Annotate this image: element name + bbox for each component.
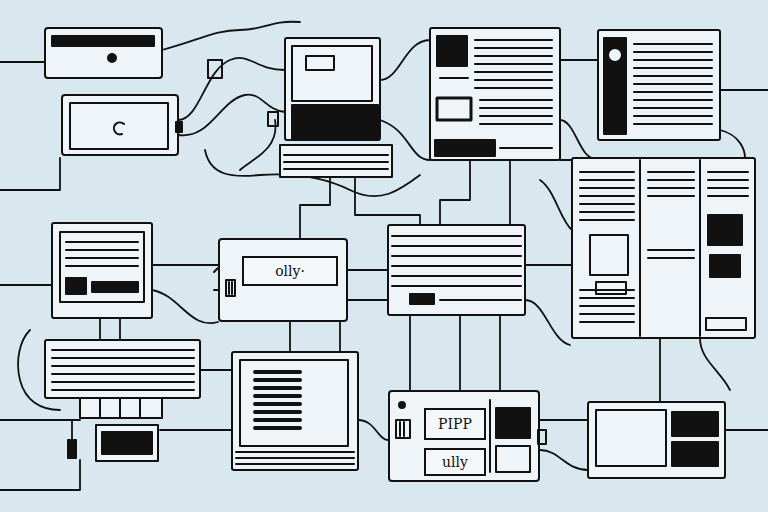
screen-label: ully (424, 448, 486, 476)
device-box: PIPP ully (388, 390, 540, 482)
device-box: olly· (218, 238, 348, 322)
screen-label: olly· (242, 256, 338, 286)
screen-label: PIPP (424, 408, 486, 440)
